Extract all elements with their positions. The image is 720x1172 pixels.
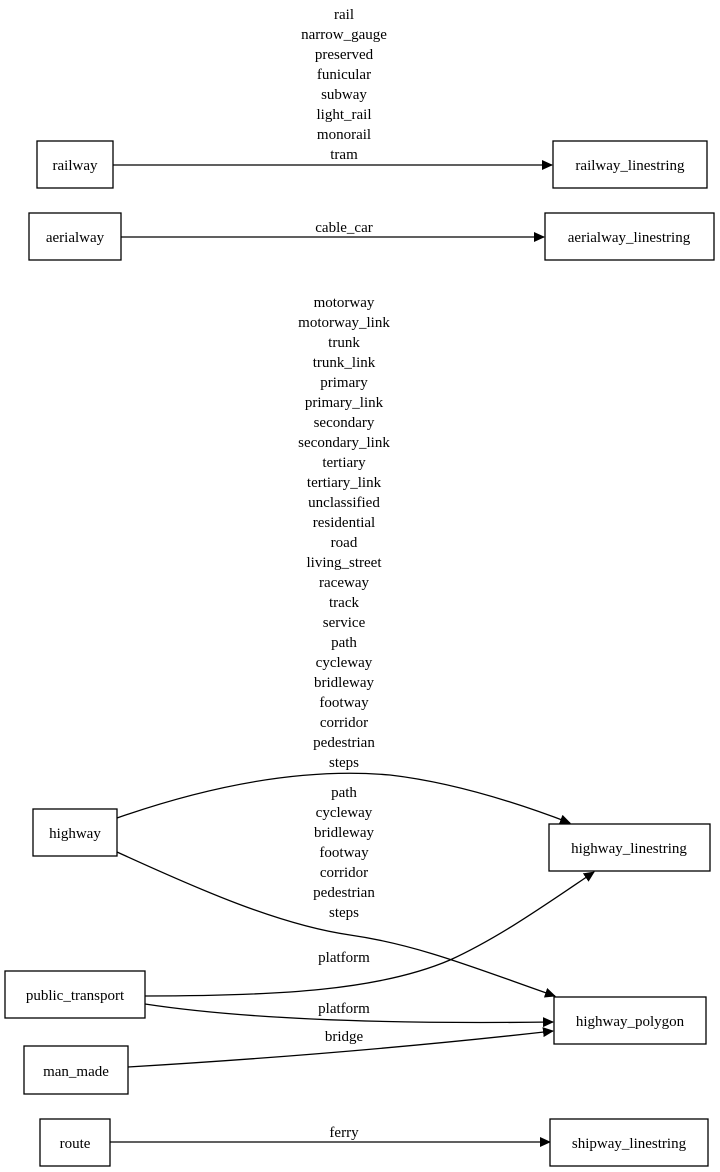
edge-line: [127, 1027, 554, 1068]
edge-label: cycleway: [316, 655, 373, 671]
edge-route-to-shipway-linestring: ferry: [110, 1125, 551, 1147]
edge-label: residential: [313, 515, 375, 531]
edge-label: subway: [321, 87, 367, 103]
edge-label: service: [323, 615, 366, 631]
edge-label: rail: [334, 7, 354, 23]
edge-label: preserved: [315, 47, 374, 63]
node-label-aerialway-linestring: aerialway_linestring: [568, 230, 691, 246]
edge-label: platform: [318, 1001, 370, 1017]
node-highway: highway: [32, 808, 118, 857]
node-route: route: [39, 1118, 111, 1167]
edge-label: primary: [320, 375, 368, 391]
edge-label-group: cable_car: [315, 220, 372, 236]
node-public-transport: public_transport: [4, 970, 146, 1019]
edge-label-group: path cycleway bridleway footway corridor pede…: [313, 785, 375, 921]
edge-line: [144, 1003, 554, 1028]
edge-label: living_street: [307, 555, 383, 571]
edge-line: [116, 851, 556, 998]
edge-label-group: ferry: [329, 1125, 359, 1141]
node-highway-linestring: highway_linestring: [548, 823, 711, 872]
edge-label: unclassified: [308, 495, 380, 511]
edge-label-group: platform: [318, 950, 370, 966]
edge-label: tram: [330, 147, 358, 163]
node-railway-linestring: railway_linestring: [552, 140, 708, 189]
edge-label: pedestrian: [313, 735, 375, 751]
edge-label: corridor: [320, 715, 368, 731]
edge-label: secondary_link: [298, 435, 390, 451]
edge-label: primary_link: [305, 395, 384, 411]
node-aerialway: aerialway: [28, 212, 122, 261]
edge-label: tertiary: [322, 455, 366, 471]
edge-label: pedestrian: [313, 885, 375, 901]
node-railway: railway: [36, 140, 114, 189]
edge-label: corridor: [320, 865, 368, 881]
edge-line: [116, 772, 571, 825]
edge-label: light_rail: [317, 107, 372, 123]
edge-label: narrow_gauge: [301, 27, 387, 43]
node-label-railway-linestring: railway_linestring: [575, 158, 685, 174]
node-shipway-linestring: shipway_linestring: [549, 1118, 709, 1167]
edge-label: cable_car: [315, 220, 372, 236]
node-label-highway: highway: [49, 826, 101, 842]
edge-highway-to-highway-polygon: path cycleway bridleway footway corridor pede…: [116, 785, 556, 998]
edge-label: monorail: [317, 127, 371, 143]
edge-label: platform: [318, 950, 370, 966]
node-label-aerialway: aerialway: [46, 230, 105, 246]
node-label-public-transport: public_transport: [26, 988, 125, 1004]
edge-label: steps: [329, 905, 359, 921]
node-label-railway: railway: [53, 158, 98, 174]
node-label-highway-polygon: highway_polygon: [576, 1014, 685, 1030]
edge-label: trunk_link: [313, 355, 376, 371]
edge-label: tertiary_link: [307, 475, 382, 491]
node-aerialway-linestring: aerialway_linestring: [544, 212, 715, 261]
edge-label: bridleway: [314, 675, 374, 691]
edge-label: bridge: [325, 1029, 364, 1045]
edge-public-transport-to-highway-linestring: platform: [144, 871, 595, 997]
node-label-shipway-linestring: shipway_linestring: [572, 1136, 687, 1152]
edge-label: footway: [319, 845, 369, 861]
edge-label: secondary: [314, 415, 375, 431]
edge-label: path: [331, 635, 357, 651]
edge-aerialway-to-aerialway-linestring: cable_car: [121, 220, 545, 242]
edge-label: track: [329, 595, 359, 611]
edge-label: ferry: [329, 1125, 359, 1141]
edge-label: motorway_link: [298, 315, 390, 331]
edge-label: raceway: [319, 575, 369, 591]
edge-railway-to-railway-linestring: rail narrow_gauge preserved funicular subway…: [113, 7, 553, 170]
edge-label: road: [331, 535, 358, 551]
node-man-made: man_made: [23, 1045, 129, 1095]
edge-label: motorway: [314, 295, 375, 311]
edge-label: bridleway: [314, 825, 374, 841]
edge-label-group: bridge: [325, 1029, 364, 1045]
edge-public-transport-to-highway-polygon: platform: [144, 1001, 554, 1028]
edge-label: steps: [329, 755, 359, 771]
edge-line: [144, 871, 595, 997]
node-label-highway-linestring: highway_linestring: [571, 841, 687, 857]
node-label-man-made: man_made: [43, 1064, 109, 1080]
edge-label: cycleway: [316, 805, 373, 821]
node-highway-polygon: highway_polygon: [553, 996, 707, 1045]
edge-label: trunk: [328, 335, 360, 351]
node-label-route: route: [60, 1136, 91, 1152]
edge-label-group: platform: [318, 1001, 370, 1017]
edge-label: path: [331, 785, 357, 801]
edge-label-group: rail narrow_gauge preserved funicular subway…: [301, 7, 387, 163]
edge-label: footway: [319, 695, 369, 711]
edge-label: funicular: [317, 67, 371, 83]
edge-man-made-to-highway-polygon: bridge: [127, 1027, 554, 1068]
